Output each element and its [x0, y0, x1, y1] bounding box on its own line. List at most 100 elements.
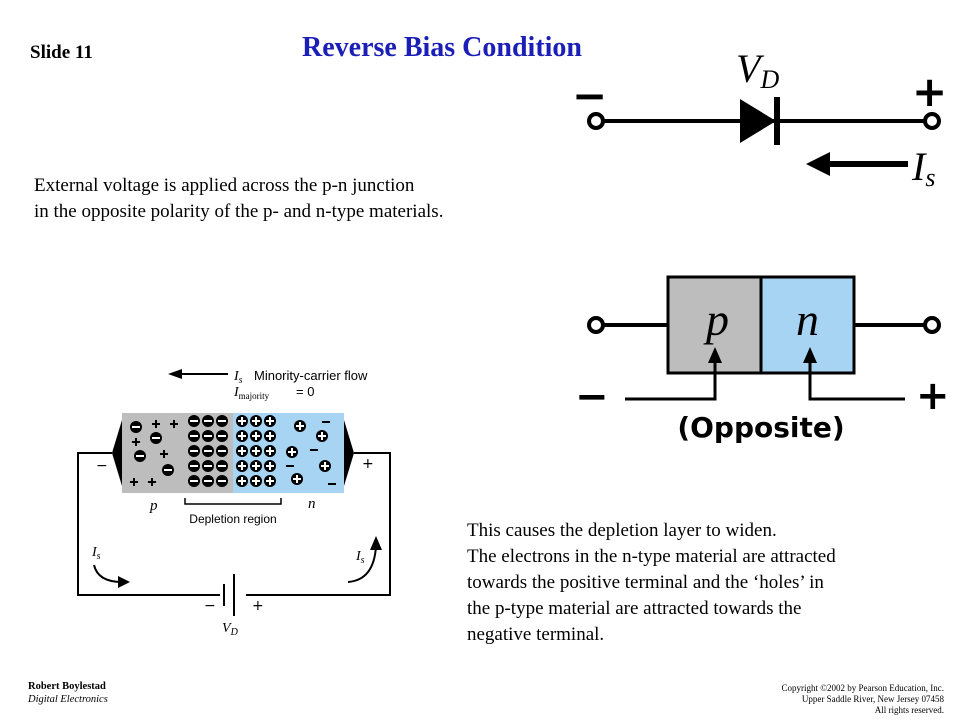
pn-minus-arrowhead: [708, 347, 722, 363]
p-bulk-plus-marks: [130, 420, 178, 486]
diode-right-terminal: [923, 112, 941, 130]
negative-ion: [216, 430, 228, 442]
positive-ion: [236, 460, 248, 472]
depletion-region-label: Depletion region: [189, 512, 276, 526]
intro-line: in the opposite polarity of the p- and n…: [34, 201, 444, 222]
electron-carrier: [286, 446, 298, 458]
hole-carrier: [134, 450, 146, 462]
electron-carrier: [294, 420, 306, 432]
pn-plus-lead: [808, 361, 905, 401]
battery-voltage-label: VD: [222, 621, 239, 638]
right-current-label: Is: [355, 549, 365, 566]
right-contact-plus: +: [362, 456, 374, 472]
positive-ion: [236, 415, 248, 427]
diode-minus-sign: −: [572, 71, 607, 120]
hole-carrier: [162, 464, 174, 476]
negative-ion: [216, 460, 228, 472]
n-block-label: n: [796, 294, 819, 345]
pn-plus-sign: +: [916, 373, 950, 419]
positive-ion: [250, 460, 262, 472]
pn-caption: (Opposite): [677, 411, 844, 444]
footer-author: Robert Boylestad: [28, 681, 106, 692]
explanation-line: The electrons in the n-type material are…: [467, 546, 836, 567]
diode-voltage-label: VD: [736, 46, 779, 94]
positive-ion: [264, 430, 276, 442]
diode-left-terminal: [587, 112, 605, 130]
negative-ion: [202, 430, 214, 442]
intro-paragraph: External voltage is applied across the p…: [34, 173, 443, 225]
copyright-line: Upper Saddle River, New Jersey 07458: [801, 694, 944, 704]
diode-current-label: Is: [911, 144, 935, 192]
left-contact: [112, 420, 122, 486]
intro-line: External voltage is applied across the p…: [34, 175, 415, 196]
pn-minus-sign: −: [575, 374, 609, 420]
negative-ion: [216, 475, 228, 487]
flow-current-label: Is: [233, 369, 243, 386]
positive-ion: [250, 430, 262, 442]
circuit-p-label: p: [149, 498, 158, 514]
copyright-line: All rights reserved.: [874, 705, 944, 715]
circuit-n-label: n: [308, 496, 316, 512]
pn-minus-lead: [625, 361, 717, 401]
reverse-bias-circuit-diagram: Is Minority-carrier flow Imajority = 0: [77, 368, 391, 638]
pn-block-diagram: p n − + (Opposite): [575, 275, 950, 444]
battery-minus: −: [204, 598, 216, 614]
footer-copyright: Copyright ©2002 by Pearson Education, In…: [781, 683, 944, 716]
majority-current-label: Imajority: [233, 385, 270, 401]
negative-ion: [202, 460, 214, 472]
positive-ion: [264, 460, 276, 472]
slide-title: Reverse Bias Condition: [302, 32, 582, 63]
pn-right-terminal: [923, 316, 941, 334]
explanation-line: the p-type material are attracted toward…: [467, 598, 802, 619]
positive-ion: [236, 475, 248, 487]
positive-ion: [250, 415, 262, 427]
pn-plus-arrowhead: [803, 347, 817, 363]
positive-ion: [250, 445, 262, 457]
negative-ion: [188, 445, 200, 457]
negative-ion-grid: [188, 415, 228, 487]
right-contact: [344, 420, 354, 486]
slide-number: Slide 11: [30, 42, 93, 63]
negative-ion: [188, 460, 200, 472]
explanation-line: negative terminal.: [467, 624, 605, 645]
footer-book: Digital Electronics: [28, 694, 108, 705]
p-bulk-carriers: [130, 420, 178, 486]
n-bulk-minus-marks: [286, 421, 336, 485]
negative-ion: [202, 475, 214, 487]
right-current-arrowhead: [370, 536, 382, 550]
diode-bar: [774, 97, 780, 145]
negative-ion: [202, 415, 214, 427]
positive-ion: [236, 430, 248, 442]
depletion-bracket: [184, 498, 282, 505]
negative-ion: [188, 415, 200, 427]
negative-ion: [188, 430, 200, 442]
p-block-label: p: [703, 294, 729, 345]
electron-carrier: [319, 460, 331, 472]
left-current-label: Is: [91, 545, 101, 562]
left-contact-minus: −: [96, 458, 108, 474]
right-current-arrow: [347, 545, 377, 583]
explanation-line: towards the positive terminal and the ‘h…: [467, 572, 824, 593]
diode-plus-sign: +: [912, 67, 947, 116]
hole-carrier: [130, 421, 142, 433]
explanation-line: This causes the depletion layer to widen…: [467, 520, 777, 541]
left-circuit-wire: [77, 452, 220, 596]
footer-credits: Robert Boylestad Digital Electronics: [28, 680, 108, 706]
right-circuit-wire: [246, 452, 391, 596]
negative-ion: [216, 445, 228, 457]
positive-ion: [264, 445, 276, 457]
negative-ion: [216, 415, 228, 427]
battery-plus: +: [252, 598, 264, 614]
electron-carrier: [291, 473, 303, 485]
flow-label: Minority-carrier flow: [254, 368, 368, 383]
current-arrowhead: [806, 152, 830, 176]
negative-ion: [188, 475, 200, 487]
left-current-arrowhead: [118, 576, 130, 588]
positive-ion: [264, 415, 276, 427]
positive-ion: [236, 445, 248, 457]
hole-carrier: [150, 432, 162, 444]
negative-ion: [202, 445, 214, 457]
flow-arrowhead: [168, 369, 182, 379]
copyright-line: Copyright ©2002 by Pearson Education, In…: [781, 683, 944, 693]
n-bulk-carriers: [286, 420, 336, 485]
